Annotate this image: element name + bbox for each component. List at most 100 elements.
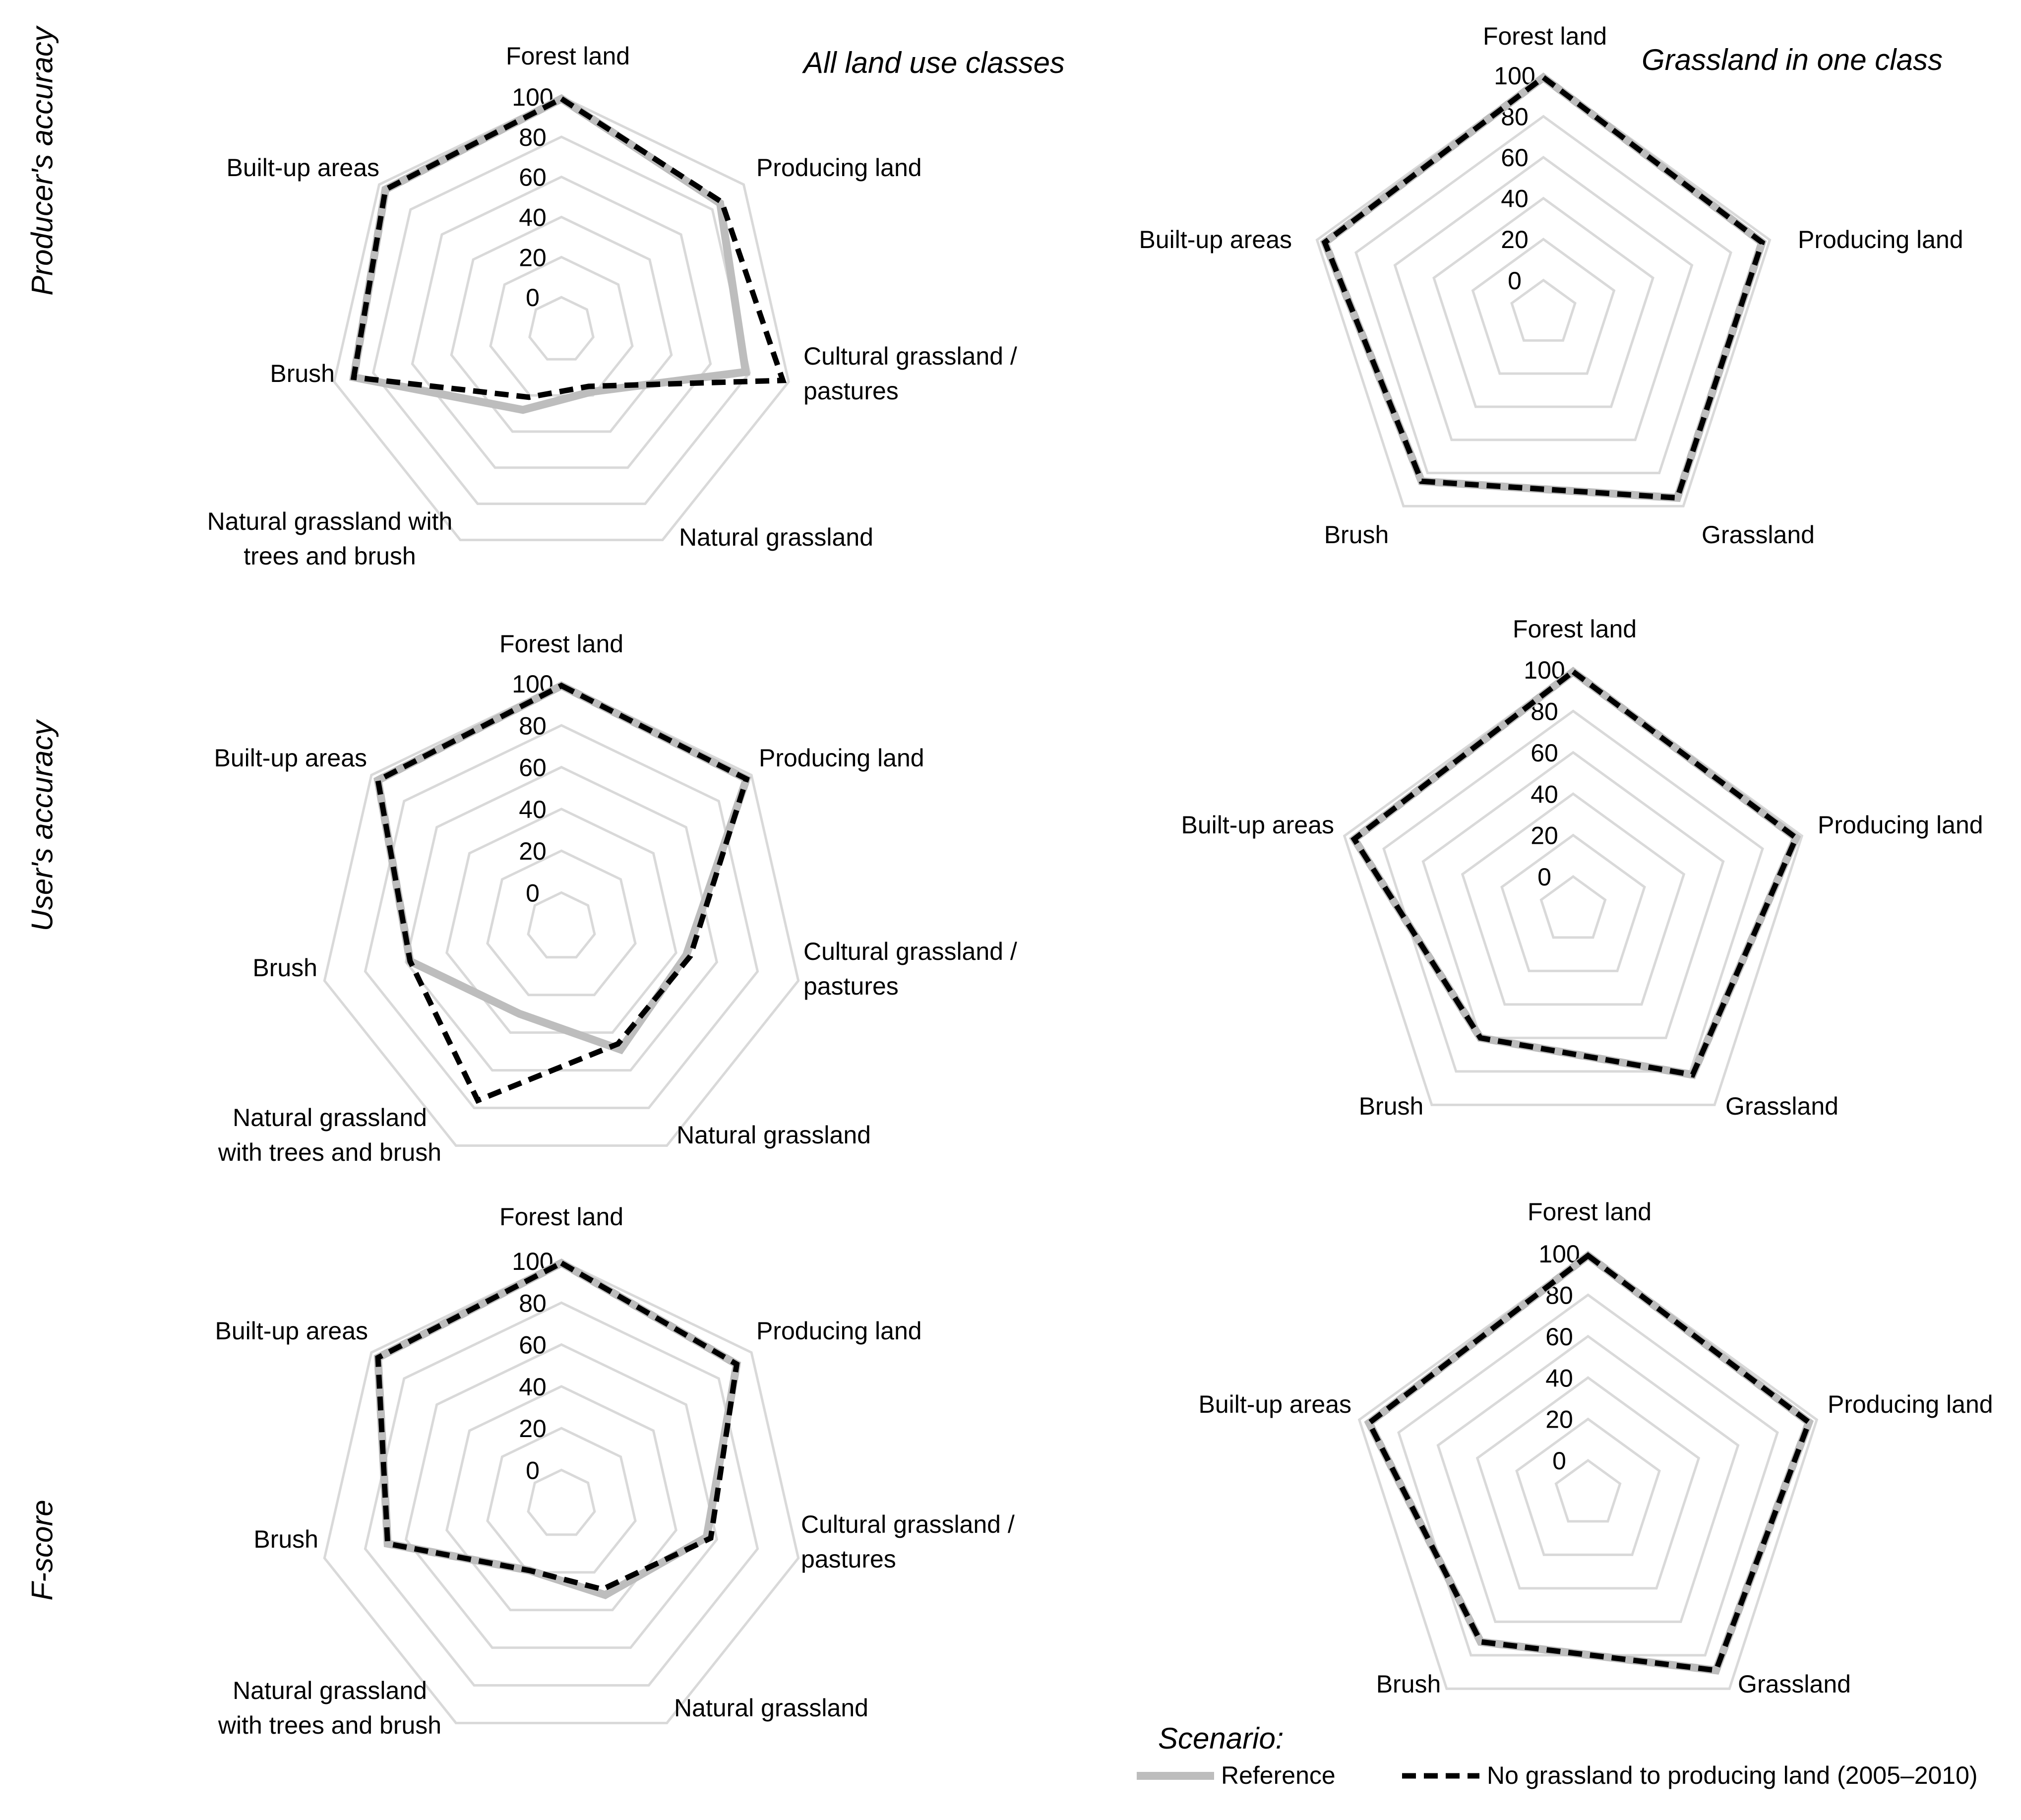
axis-label-brush: Brush xyxy=(1324,521,1389,549)
axis-label-cultural-grassland-pastures: Cultural grassland /pastures xyxy=(803,938,1017,1000)
column-title-all-land-use-classes: All land use classes xyxy=(803,46,1065,79)
axis-label-brush: Brush xyxy=(252,954,317,982)
grid-ring xyxy=(1539,875,1607,939)
series-line-no-grassland xyxy=(350,95,787,400)
tick-label: 80 xyxy=(519,712,547,740)
axis-label-forest-land: Forest land xyxy=(1483,22,1607,50)
axis-label-producing-land: Producing land xyxy=(1818,811,1983,839)
grid-ring xyxy=(528,296,595,361)
axis-label-built-up-areas: Built-up areas xyxy=(215,1317,368,1345)
column-title-grassland-in-one-class: Grassland in one class xyxy=(1642,43,1943,76)
tick-label: 0 xyxy=(526,284,540,312)
grid-ring xyxy=(489,255,634,397)
grid-ring xyxy=(527,1468,596,1536)
grid-ring xyxy=(445,1385,677,1612)
axis-label-natural-grassland: Natural grassland xyxy=(679,523,873,551)
legend-title: Scenario: xyxy=(1158,1722,1284,1755)
grid-ring xyxy=(1471,238,1616,375)
axis-label-forest-land: Forest land xyxy=(1513,615,1637,643)
row-label-producers-accuracy: Producer's accuracy xyxy=(25,27,59,296)
grid-ring xyxy=(1554,1459,1622,1523)
grid-ring xyxy=(404,1343,719,1649)
tick-label: 0 xyxy=(1552,1447,1566,1475)
tick-label: 60 xyxy=(1531,739,1558,767)
series-line-no-grassland xyxy=(1350,668,1800,1078)
tick-label: 40 xyxy=(519,796,547,823)
tick-label: 40 xyxy=(519,1373,547,1401)
tick-label: 40 xyxy=(1531,780,1558,808)
axis-label-producing-land: Producing land xyxy=(1828,1390,1993,1418)
series-line-no-grassland xyxy=(1365,1252,1812,1674)
axis-label-built-up-areas: Built-up areas xyxy=(1139,226,1292,253)
series-line-reference xyxy=(1348,667,1801,1079)
grid-ring xyxy=(1461,792,1686,1006)
axis-label-built-up-areas: Built-up areas xyxy=(1199,1390,1352,1418)
tick-label: 60 xyxy=(519,1331,547,1359)
axis-label-built-up-areas: Built-up areas xyxy=(1181,811,1335,839)
tick-label: 60 xyxy=(1501,144,1529,172)
tick-label: 0 xyxy=(1508,267,1522,295)
tick-label: 40 xyxy=(519,204,547,232)
grid-ring xyxy=(411,175,712,469)
grid-ring xyxy=(404,765,719,1072)
grid-ring xyxy=(1315,73,1772,507)
grid-ring xyxy=(1343,668,1804,1106)
grid-ring xyxy=(450,215,673,433)
grid-ring xyxy=(1432,196,1654,408)
grid-ring xyxy=(486,1427,637,1574)
tick-label: 40 xyxy=(1501,185,1529,213)
series-line-no-grassland xyxy=(374,683,750,1104)
tick-label: 0 xyxy=(1537,863,1551,891)
grid-ring xyxy=(1510,278,1577,342)
axis-label-cultural-grassland-pastures: Cultural grassland /pastures xyxy=(803,342,1017,405)
legend-swatch-reference xyxy=(1137,1772,1214,1780)
axis-label-grassland: Grassland xyxy=(1738,1670,1851,1698)
tick-label: 0 xyxy=(526,879,540,907)
grid-ring xyxy=(527,891,596,959)
axis-label-cultural-grassland-pastures: Cultural grassland /pastures xyxy=(801,1510,1015,1573)
tick-label: 60 xyxy=(519,164,547,191)
series-line-reference xyxy=(1320,72,1767,502)
axis-label-producing-land: Producing land xyxy=(1798,226,1963,253)
grid-ring xyxy=(364,1301,759,1687)
series-line-no-grassland xyxy=(375,1259,740,1592)
tick-label: 20 xyxy=(519,1415,547,1443)
axis-label-built-up-areas: Built-up areas xyxy=(214,744,367,772)
tick-label: 0 xyxy=(526,1456,540,1484)
axis-label-brush: Brush xyxy=(1376,1670,1441,1698)
grid-ring xyxy=(1421,751,1725,1039)
grid-ring xyxy=(1354,115,1732,475)
grid-ring xyxy=(323,682,800,1147)
axis-label-brush: Brush xyxy=(270,360,335,387)
series-line-reference xyxy=(1364,1251,1814,1675)
row-label-f-score: F-score xyxy=(25,1500,59,1601)
axis-label-grassland: Grassland xyxy=(1725,1092,1838,1120)
grid-ring xyxy=(1382,709,1764,1073)
legend-label-reference: Reference xyxy=(1221,1761,1336,1789)
axis-label-brush: Brush xyxy=(253,1525,318,1553)
series-line-no-grassland xyxy=(1321,74,1766,501)
axis-label-forest-land: Forest land xyxy=(499,630,623,658)
grid-ring xyxy=(1357,1252,1819,1690)
tick-label: 40 xyxy=(1545,1364,1573,1392)
axis-label-forest-land: Forest land xyxy=(1528,1198,1652,1226)
axis-label-brush: Brush xyxy=(1359,1092,1424,1120)
grid-ring xyxy=(371,135,751,505)
grid-ring xyxy=(1436,1334,1740,1623)
grid-ring xyxy=(486,849,637,997)
tick-label: 20 xyxy=(1545,1406,1573,1434)
axis-label-producing-land: Producing land xyxy=(756,154,922,182)
axis-label-producing-land: Producing land xyxy=(756,1317,922,1345)
grid-ring xyxy=(333,95,790,541)
grid-ring xyxy=(1515,1417,1661,1556)
